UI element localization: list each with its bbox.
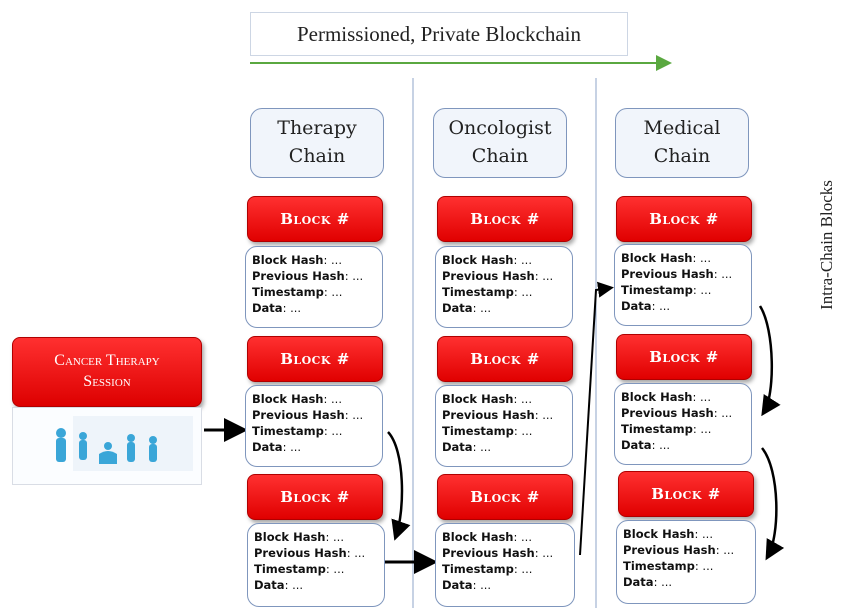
timestamp-row: Timestamp: ... bbox=[254, 562, 345, 576]
data-row: Data: ... bbox=[621, 299, 671, 313]
block-body: Block Hash: ... Previous Hash: ... Times… bbox=[245, 385, 383, 467]
intra-arrow bbox=[758, 305, 781, 417]
timestamp-row: Timestamp: ... bbox=[442, 285, 533, 299]
block-body: Block Hash: ... Previous Hash: ... Times… bbox=[616, 520, 756, 604]
block-label: Block # bbox=[649, 348, 719, 366]
block-body: Block Hash: ... Previous Hash: ... Times… bbox=[247, 523, 385, 607]
previous-hash-row: Previous Hash: ... bbox=[621, 267, 733, 281]
session-label-line2: Session bbox=[83, 373, 131, 390]
data-row: Data: ... bbox=[254, 578, 304, 592]
previous-hash-row: Previous Hash: ... bbox=[621, 406, 733, 420]
chain-name-line1: Medical bbox=[643, 117, 721, 140]
data-row: Data: ... bbox=[621, 438, 671, 452]
previous-hash-row: Previous Hash: ... bbox=[252, 408, 364, 422]
previous-hash-row: Previous Hash: ... bbox=[254, 546, 366, 560]
block-hash-row: Block Hash: ... bbox=[442, 253, 532, 267]
block-body: Block Hash: ... Previous Hash: ... Times… bbox=[614, 244, 752, 326]
block-header: Block # bbox=[437, 474, 573, 520]
block-header: Block # bbox=[616, 196, 752, 242]
chain-name-line1: Oncologist bbox=[448, 117, 552, 140]
data-row: Data: ... bbox=[252, 301, 302, 315]
timestamp-row: Timestamp: ... bbox=[621, 422, 712, 436]
intra-arrow bbox=[387, 431, 411, 541]
block-hash-row: Block Hash: ... bbox=[442, 392, 532, 406]
session-image bbox=[12, 407, 202, 485]
block-hash-row: Block Hash: ... bbox=[252, 253, 342, 267]
block-label: Block # bbox=[280, 488, 350, 506]
block-hash-row: Block Hash: ... bbox=[621, 390, 711, 404]
data-row: Data: ... bbox=[442, 301, 492, 315]
chain-name-line1: Therapy bbox=[277, 117, 357, 140]
people-illustration bbox=[56, 416, 193, 471]
block-label: Block # bbox=[280, 350, 350, 368]
block-hash-row: Block Hash: ... bbox=[252, 392, 342, 406]
previous-hash-row: Previous Hash: ... bbox=[623, 543, 735, 557]
block-header: Block # bbox=[247, 196, 383, 242]
block-label: Block # bbox=[470, 210, 540, 228]
blockchain-title: Permissioned, Private Blockchain bbox=[250, 12, 628, 56]
data-row: Data: ... bbox=[252, 440, 302, 454]
oncologist-chain-header: Oncologist Chain bbox=[433, 108, 567, 178]
block-header: Block # bbox=[616, 334, 752, 380]
intra-chain-label: Intra-Chain Blocks bbox=[817, 180, 836, 310]
previous-hash-row: Previous Hash: ... bbox=[442, 408, 554, 422]
timestamp-row: Timestamp: ... bbox=[623, 559, 714, 573]
chain-name-line2: Chain bbox=[288, 145, 346, 167]
block-label: Block # bbox=[470, 350, 540, 368]
block-body: Block Hash: ... Previous Hash: ... Times… bbox=[435, 246, 573, 328]
therapy-chain-header: Therapy Chain bbox=[250, 108, 384, 178]
block-label: Block # bbox=[649, 210, 719, 228]
block-body: Block Hash: ... Previous Hash: ... Times… bbox=[614, 383, 752, 465]
block-label: Block # bbox=[470, 488, 540, 506]
session-label-line1: Cancer Therapy bbox=[54, 352, 160, 370]
block-header: Block # bbox=[247, 474, 383, 520]
timestamp-row: Timestamp: ... bbox=[252, 424, 343, 438]
block-header: Block # bbox=[437, 196, 573, 242]
previous-hash-row: Previous Hash: ... bbox=[442, 269, 554, 283]
timestamp-row: Timestamp: ... bbox=[442, 424, 533, 438]
block-body: Block Hash: ... Previous Hash: ... Times… bbox=[435, 523, 575, 607]
block-body: Block Hash: ... Previous Hash: ... Times… bbox=[435, 385, 573, 467]
block-header: Block # bbox=[247, 336, 383, 382]
cancer-therapy-session: Cancer Therapy Session bbox=[12, 337, 202, 407]
block-label: Block # bbox=[651, 485, 721, 503]
block-hash-row: Block Hash: ... bbox=[254, 530, 344, 544]
block-hash-row: Block Hash: ... bbox=[621, 251, 711, 265]
data-row: Data: ... bbox=[623, 575, 673, 589]
block-header: Block # bbox=[437, 336, 573, 382]
block-hash-row: Block Hash: ... bbox=[442, 530, 532, 544]
chain-name-line2: Chain bbox=[653, 145, 711, 167]
block-body: Block Hash: ... Previous Hash: ... Times… bbox=[245, 246, 383, 328]
timestamp-row: Timestamp: ... bbox=[252, 285, 343, 299]
block-label: Block # bbox=[280, 210, 350, 228]
medical-chain-header: Medical Chain bbox=[615, 108, 749, 178]
data-row: Data: ... bbox=[442, 578, 492, 592]
previous-hash-row: Previous Hash: ... bbox=[252, 269, 364, 283]
timestamp-row: Timestamp: ... bbox=[442, 562, 533, 576]
timestamp-row: Timestamp: ... bbox=[621, 283, 712, 297]
previous-hash-row: Previous Hash: ... bbox=[442, 546, 554, 560]
data-row: Data: ... bbox=[442, 440, 492, 454]
block-header: Block # bbox=[618, 471, 754, 517]
block-hash-row: Block Hash: ... bbox=[623, 527, 713, 541]
chain-name-line2: Chain bbox=[471, 145, 529, 167]
intra-arrow bbox=[760, 447, 785, 561]
cross-arrow bbox=[579, 281, 614, 556]
